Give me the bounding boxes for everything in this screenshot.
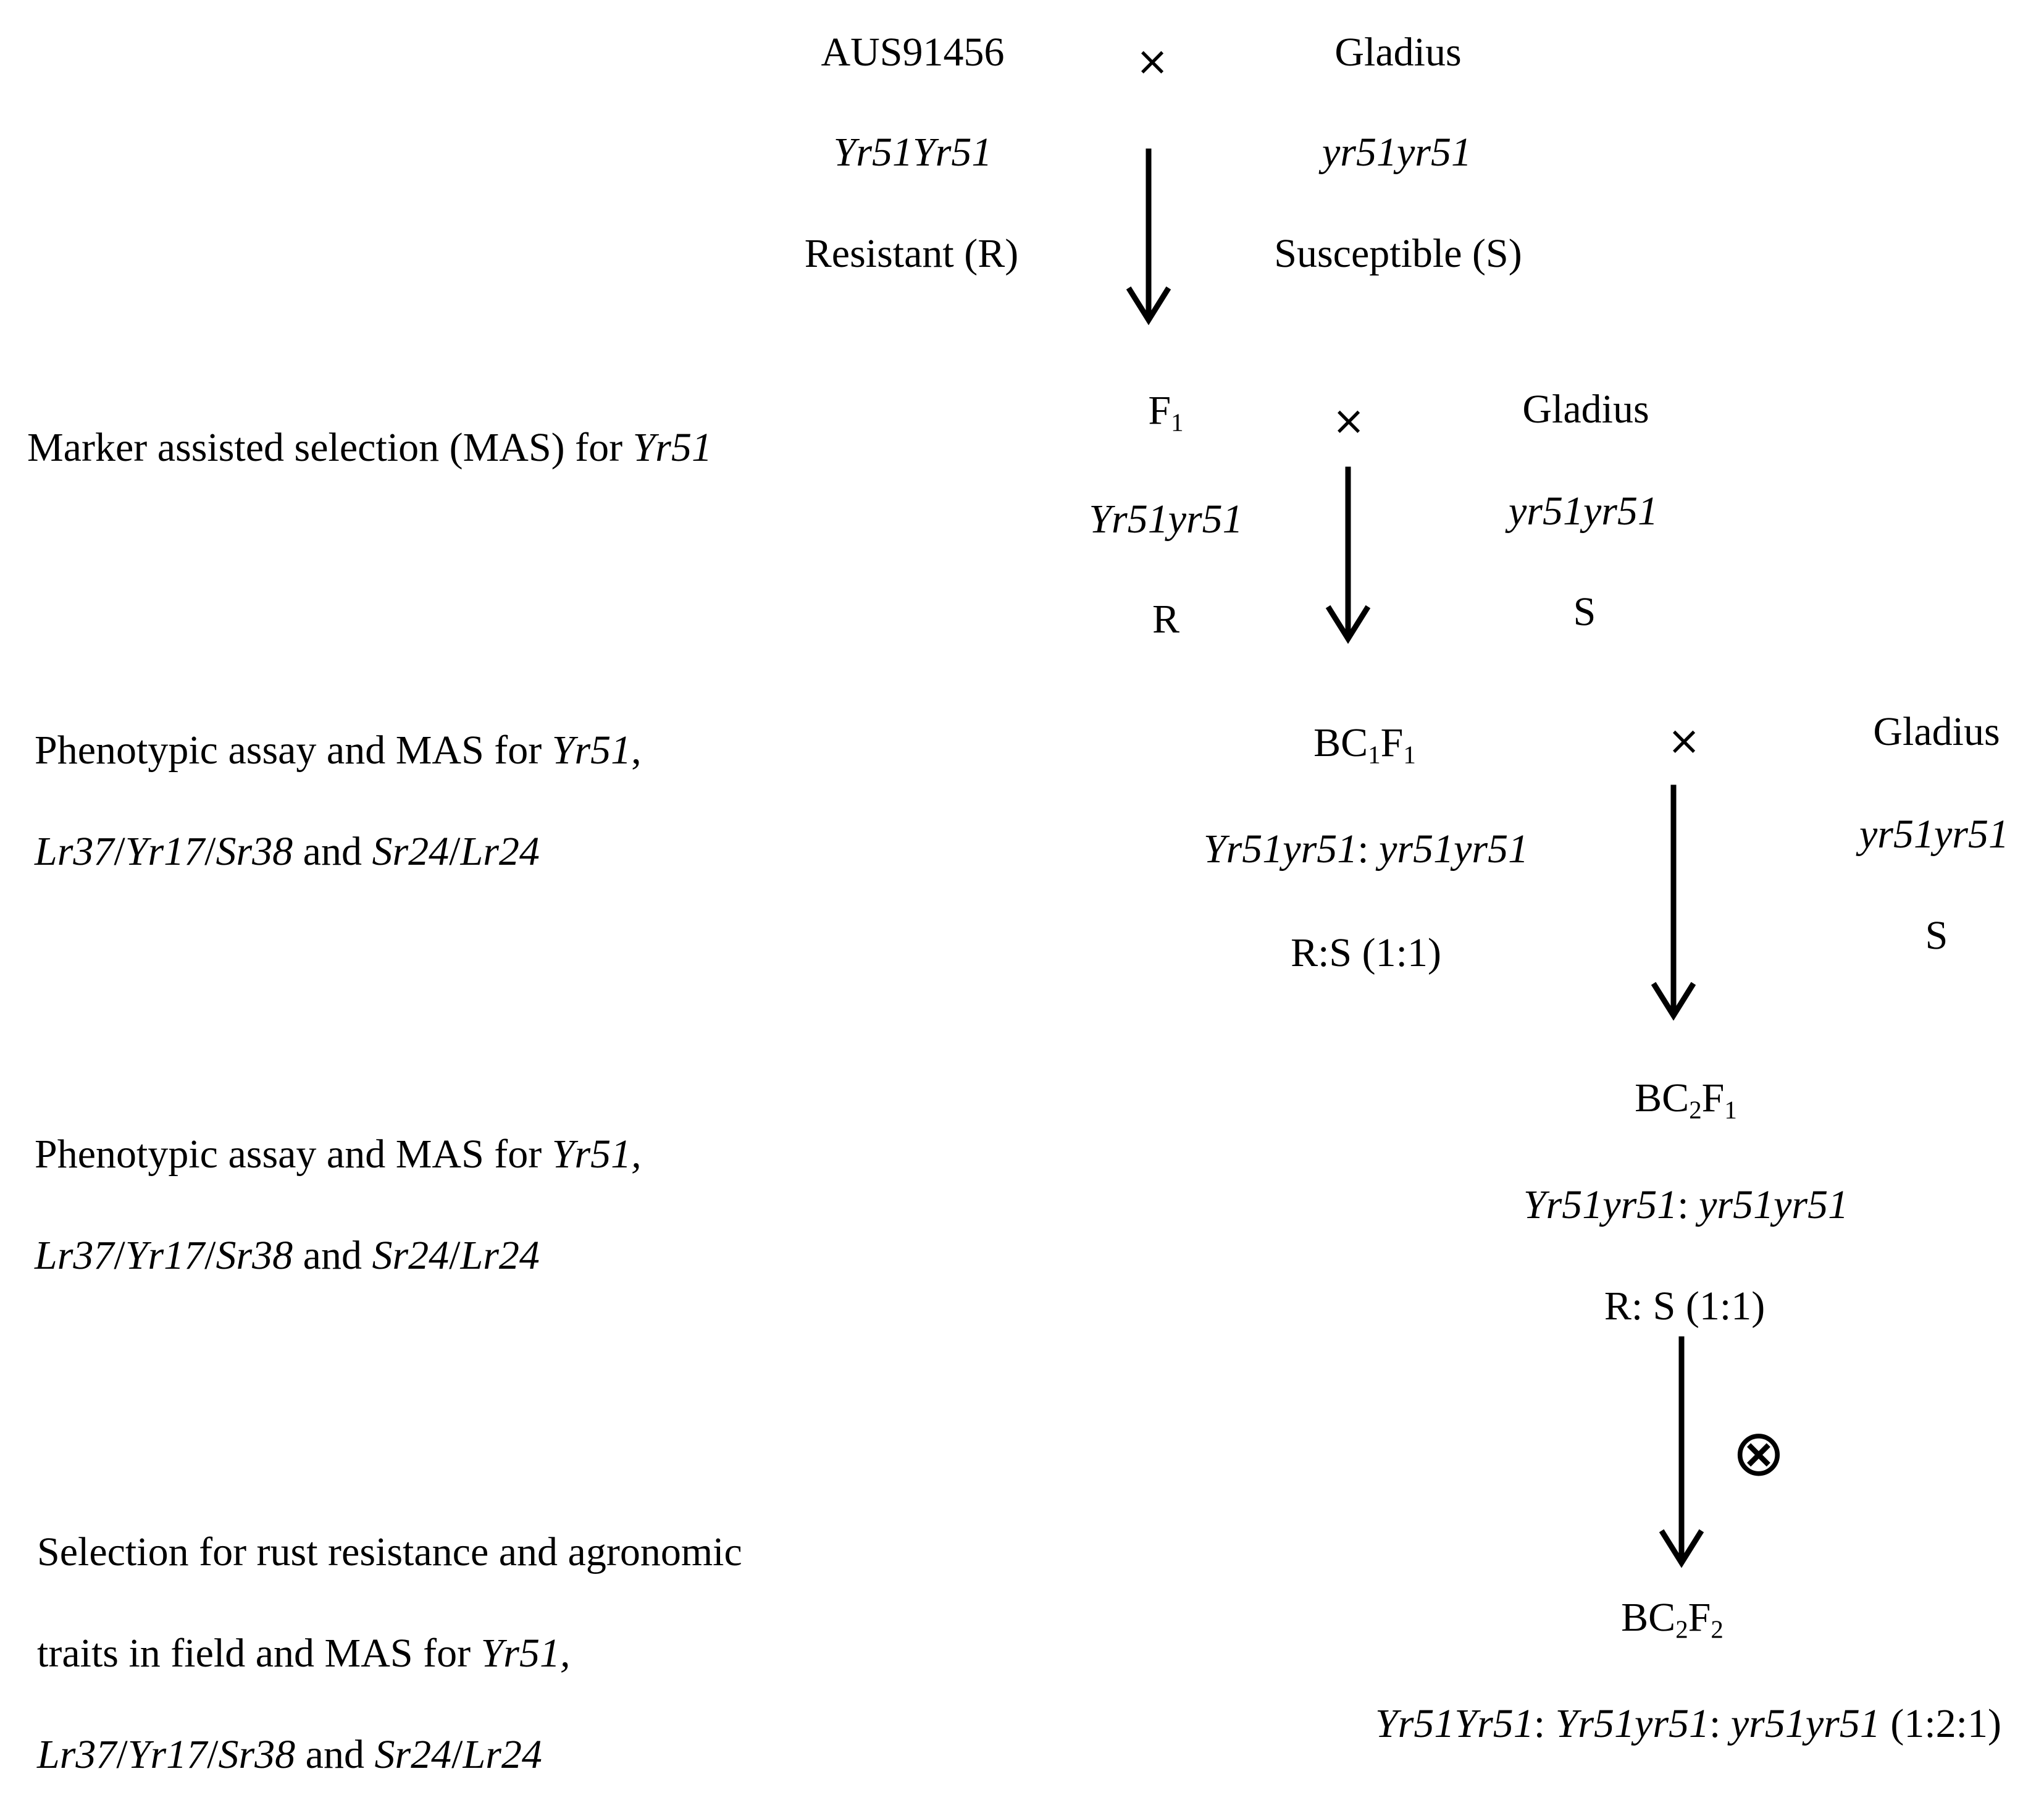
bc1-parent-phenotype: S <box>1925 913 1948 958</box>
selfing-icon: ⊗ <box>1732 1415 1786 1490</box>
cross-symbol: × <box>1136 39 1169 85</box>
arrow-bc2f1-to-bc2f2 <box>1659 1336 1704 1568</box>
cross-symbol: × <box>1667 718 1701 764</box>
f1-label: F1 <box>1148 388 1184 437</box>
parent-1-name: AUS91456 <box>821 30 1005 75</box>
step-4-line-1: Selection for rust resistance and agrono… <box>37 1529 742 1574</box>
parent-1-genotype: Yr51Yr51 <box>833 130 992 175</box>
step-3-line-1: Phenotypic assay and MAS for Yr51, <box>35 1132 642 1177</box>
bc2f2-genotypes: Yr51Yr51: Yr51yr51: yr51yr51 (1:2:1) <box>1375 1701 2001 1746</box>
arrow-f1-to-bc1f1 <box>1325 466 1371 644</box>
bc2f1-ratio: R: S (1:1) <box>1604 1284 1765 1329</box>
parent-1-phenotype: Resistant (R) <box>804 231 1019 276</box>
arrow-bc1f1-to-bc2f1 <box>1651 784 1696 1021</box>
step-1-text: Marker assisted selection (MAS) for Yr51 <box>27 425 712 470</box>
parent-2-phenotype: Susceptible (S) <box>1274 231 1522 276</box>
bc1f1-ratio: R:S (1:1) <box>1291 930 1441 975</box>
step-4-line-2: traits in field and MAS for Yr51, <box>37 1631 571 1676</box>
parent-2-genotype: yr51yr51 <box>1322 130 1472 175</box>
bc2f1-label: BC2F1 <box>1635 1075 1737 1124</box>
f1-parent-phenotype: S <box>1573 589 1596 634</box>
step-2-line-1: Phenotypic assay and MAS for Yr51, <box>35 728 642 773</box>
bc1f1-label: BC1F1 <box>1313 720 1416 769</box>
parent-2-name: Gladius <box>1334 30 1462 75</box>
step-2-line-2: Lr37/Yr17/Sr38 and Sr24/Lr24 <box>35 829 540 874</box>
cross-symbol: × <box>1332 398 1365 444</box>
arrow-parents-to-f1 <box>1126 148 1171 326</box>
bc2f1-genotypes: Yr51yr51: yr51yr51 <box>1523 1182 1849 1227</box>
f1-phenotype: R <box>1152 597 1180 642</box>
f1-genotype: Yr51yr51 <box>1089 497 1243 542</box>
bc1-parent-genotype: yr51yr51 <box>1859 812 2009 857</box>
step-4-line-3: Lr37/Yr17/Sr38 and Sr24/Lr24 <box>37 1732 542 1777</box>
bc1f1-genotypes: Yr51yr51: yr51yr51 <box>1203 826 1529 872</box>
bc1-parent-name: Gladius <box>1873 709 2000 754</box>
bc2f2-label: BC2F2 <box>1621 1595 1724 1644</box>
step-3-line-2: Lr37/Yr17/Sr38 and Sr24/Lr24 <box>35 1233 540 1278</box>
f1-parent-name: Gladius <box>1522 387 1649 432</box>
f1-parent-genotype: yr51yr51 <box>1509 489 1658 534</box>
